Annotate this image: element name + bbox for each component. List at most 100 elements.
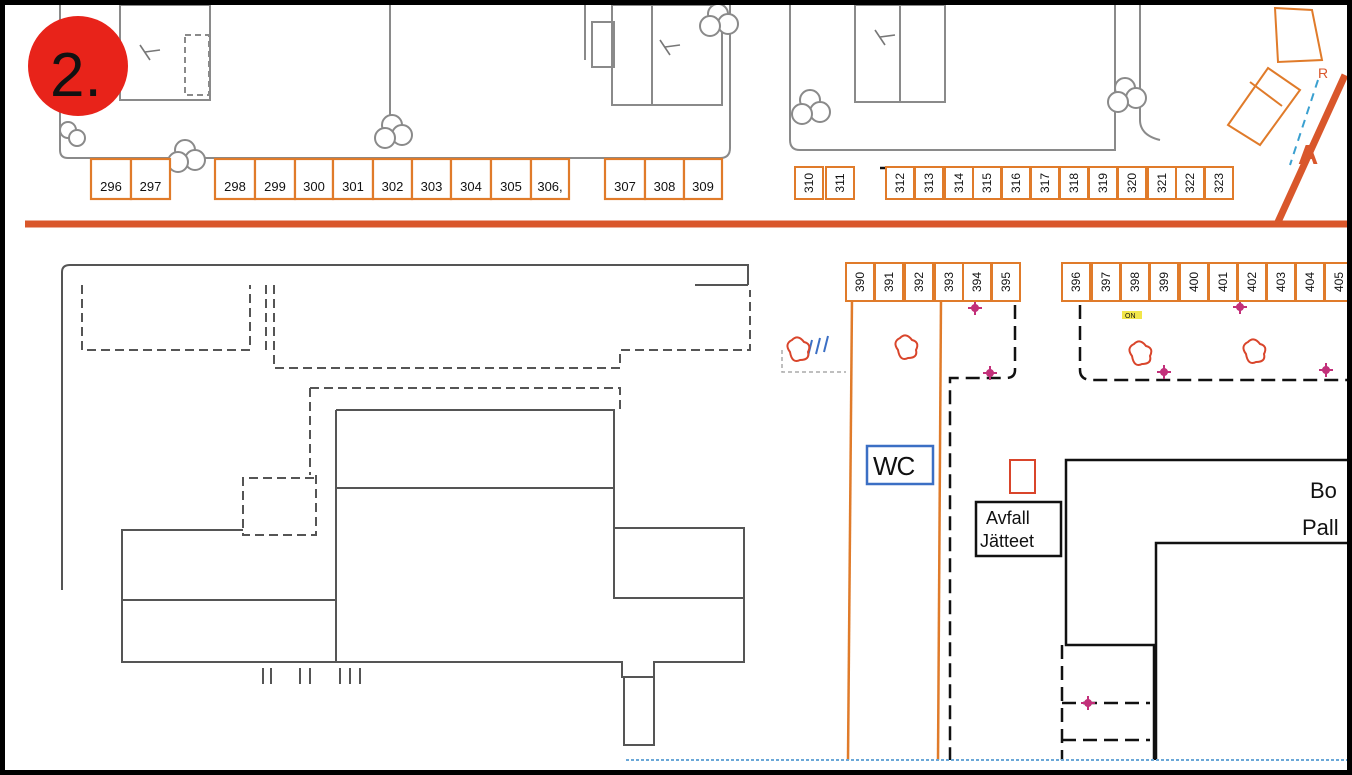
plot-number: 398: [1128, 272, 1142, 292]
plot-398[interactable]: 398: [1120, 262, 1150, 302]
plot-number: 395: [999, 272, 1013, 292]
plot-number: 298: [224, 179, 246, 194]
plot-number: 315: [980, 173, 994, 193]
plot-number: 307: [614, 179, 636, 194]
plot-number: 305: [500, 179, 522, 194]
plot-402[interactable]: 402: [1237, 262, 1267, 302]
plot-304[interactable]: 304: [449, 157, 493, 201]
top-trees: [59, 3, 1147, 176]
markers: [968, 300, 1333, 710]
section-badge: [28, 16, 128, 116]
plots-lower-row: 390 391 392 393 394 395 396 397 398 399 400 401 402 4…: [845, 262, 1352, 302]
plot-320[interactable]: 320: [1117, 166, 1147, 200]
main-road: [25, 73, 1349, 228]
plot-number: 316: [1009, 173, 1023, 193]
plot-311[interactable]: 311: [825, 166, 855, 200]
plot-316[interactable]: 316: [1001, 166, 1031, 200]
sketch-marks: [139, 29, 896, 61]
plot-number: 322: [1183, 173, 1197, 193]
plot-315[interactable]: 315: [972, 166, 1002, 200]
plot-400[interactable]: 400: [1179, 262, 1209, 302]
plot-323[interactable]: 323: [1204, 166, 1234, 200]
plot-number: 312: [893, 173, 907, 193]
plot-391[interactable]: 391: [874, 262, 904, 302]
plot-number: 302: [382, 179, 404, 194]
plot-300[interactable]: 300: [293, 157, 335, 201]
lower-left-building: [61, 264, 751, 746]
plot-318[interactable]: 318: [1059, 166, 1089, 200]
plot-number: 296: [100, 179, 122, 194]
plot-number: 310: [802, 173, 816, 193]
plot-399[interactable]: 399: [1149, 262, 1179, 302]
plot-310[interactable]: 310: [794, 166, 824, 200]
wc-box[interactable]: [865, 444, 935, 486]
plot-393[interactable]: 393: [934, 262, 964, 302]
plot-297[interactable]: 297: [129, 157, 172, 201]
plot-number: 399: [1157, 272, 1171, 292]
plots-top-vertical-row: 310 311 312 313 314 315 316 317 318 319 320 321 322 3…: [794, 166, 1234, 200]
plot-number: 323: [1212, 173, 1226, 193]
plot-317[interactable]: 317: [1030, 166, 1060, 200]
building-label-1: Bo: [1310, 478, 1337, 503]
plot-number: 319: [1096, 173, 1110, 193]
plot-322[interactable]: 322: [1175, 166, 1205, 200]
plot-401[interactable]: 401: [1208, 262, 1238, 302]
plot-number: 318: [1067, 173, 1081, 193]
plot-397[interactable]: 397: [1091, 262, 1121, 302]
plot-396[interactable]: 396: [1061, 262, 1091, 302]
plot-number: 300: [303, 179, 325, 194]
plot-314[interactable]: 314: [944, 166, 974, 200]
map-background: [5, 5, 1347, 770]
plot-number: 321: [1155, 173, 1169, 193]
road-marker: R: [1318, 65, 1328, 81]
plot-305[interactable]: 305: [489, 157, 533, 201]
plot-299[interactable]: 299: [253, 157, 297, 201]
pathway: [846, 297, 943, 761]
plot-number: 402: [1245, 272, 1259, 292]
plot-296[interactable]: 296: [89, 157, 133, 201]
plot-number: 404: [1303, 272, 1317, 292]
lower-right-buildings: [1064, 458, 1347, 760]
lower-right-dashed-borders: [948, 305, 1347, 760]
plot-308[interactable]: 308: [643, 157, 686, 201]
plot-313[interactable]: 313: [914, 166, 944, 200]
waste-container: [1009, 459, 1036, 494]
plot-number: 400: [1187, 272, 1201, 292]
plot-404[interactable]: 404: [1295, 262, 1325, 302]
plot-394[interactable]: 394: [962, 262, 992, 302]
plot-number: 320: [1125, 173, 1139, 193]
plot-number: 396: [1069, 272, 1083, 292]
plot-298[interactable]: 298: [213, 157, 257, 201]
plot-number: 390: [853, 272, 867, 292]
plot-319[interactable]: 319: [1088, 166, 1118, 200]
plot-321[interactable]: 321: [1147, 166, 1177, 200]
plot-number: 392: [912, 272, 926, 292]
plot-301[interactable]: 301: [331, 157, 375, 201]
plot-307[interactable]: 307: [603, 157, 647, 201]
plot-306[interactable]: 306,: [529, 157, 571, 201]
section-badge-label: 2.: [50, 41, 102, 110]
plot-number: 311: [833, 173, 847, 192]
plot-number: 317: [1038, 173, 1052, 193]
plot-number: 403: [1274, 272, 1288, 292]
angled-parking: [1226, 6, 1324, 147]
lower-trees: [786, 334, 1267, 366]
plot-309[interactable]: 309: [682, 157, 724, 201]
plot-number: 299: [264, 179, 286, 194]
plot-number: 393: [942, 272, 956, 292]
plot-403[interactable]: 403: [1266, 262, 1296, 302]
plot-392[interactable]: 392: [904, 262, 934, 302]
waste-sign: [974, 500, 1063, 558]
plot-number: 313: [922, 173, 936, 193]
plot-312[interactable]: 312: [885, 166, 915, 200]
plot-number: 405: [1332, 272, 1346, 292]
plot-395[interactable]: 395: [991, 262, 1021, 302]
blue-dash-line: [1289, 79, 1319, 166]
dashed-area: [781, 350, 846, 373]
waste-label-1: Avfall: [986, 508, 1030, 528]
plot-390[interactable]: 390: [845, 262, 875, 302]
plot-number: 397: [1099, 272, 1113, 292]
plot-302[interactable]: 302: [371, 157, 414, 201]
plot-303[interactable]: 303: [410, 157, 453, 201]
